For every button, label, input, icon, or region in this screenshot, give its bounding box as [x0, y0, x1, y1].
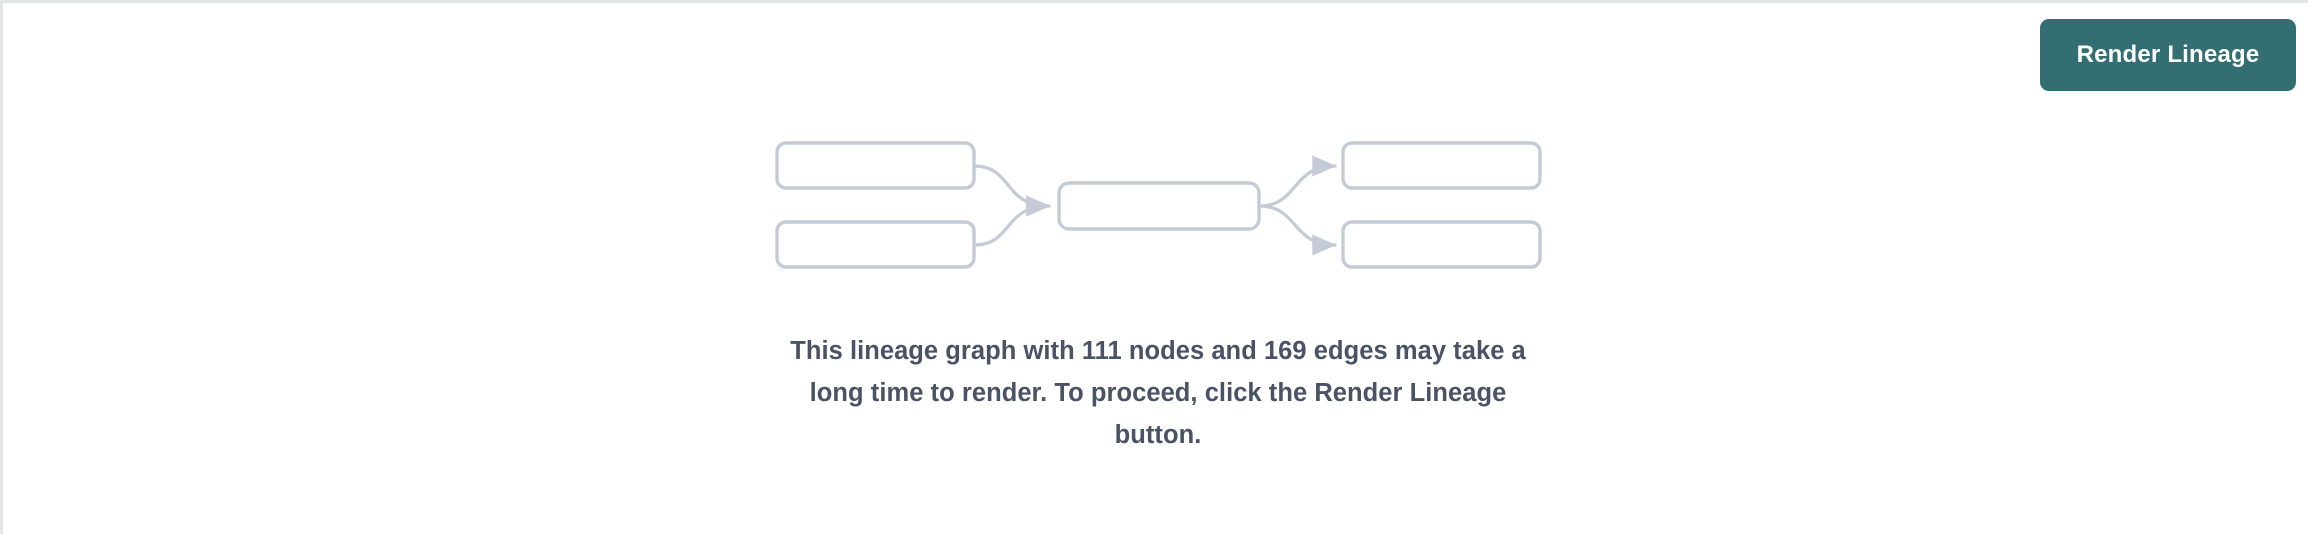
lineage-node-left-top [775, 141, 976, 190]
edge-center-to-right-bottom [1257, 204, 1337, 256]
render-lineage-button[interactable]: Render Lineage [2040, 19, 2296, 91]
lineage-warning-message: This lineage graph with 111 nodes and 16… [790, 337, 1526, 449]
lineage-edges [972, 155, 1337, 256]
lineage-nodes [775, 141, 1542, 269]
lineage-node-left-bottom [775, 220, 976, 269]
edge-left-top-to-center [972, 164, 1051, 217]
edge-left-bottom-to-center [972, 195, 1051, 247]
edge-center-to-right-top [1257, 155, 1337, 208]
lineage-node-right-bottom [1341, 220, 1542, 269]
lineage-node-right-top [1341, 141, 1542, 190]
lineage-node-center [1057, 181, 1261, 231]
